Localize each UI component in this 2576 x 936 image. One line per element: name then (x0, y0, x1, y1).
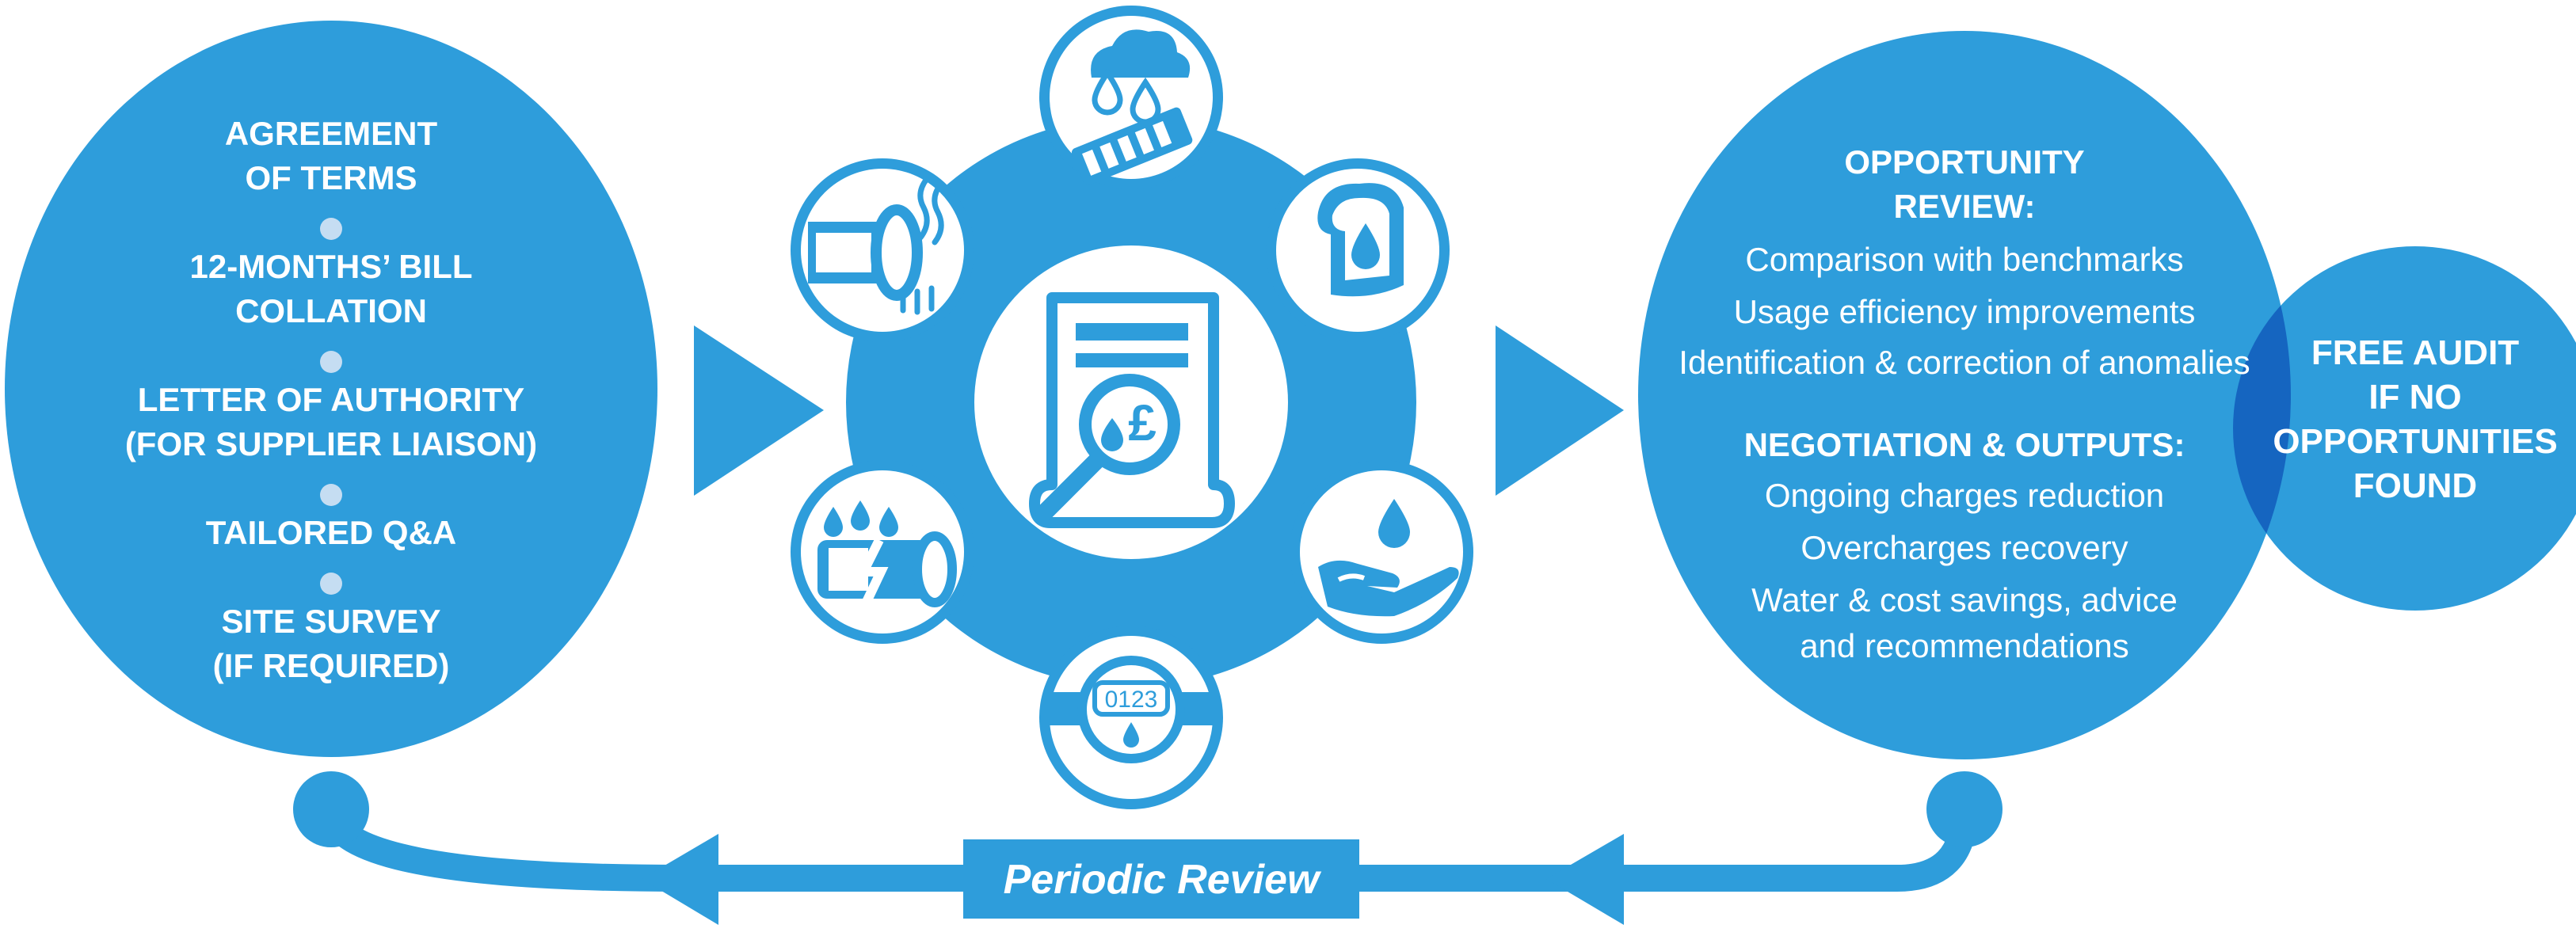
right-text: OPPORTUNITY REVIEW: Comparison with benchm… (1679, 143, 2250, 664)
leaking-pipe-icon (791, 460, 974, 644)
step-separator-dot (320, 351, 342, 373)
periodic-review-box (963, 839, 1359, 919)
feedback-start-node (293, 771, 369, 847)
periodic-review-label: Periodic Review (1004, 857, 1322, 903)
hand-water-drop-icon (1290, 460, 1473, 644)
step-1-line: OF TERMS (246, 159, 417, 196)
output-item: Water & cost savings, advice (1751, 581, 2178, 618)
left-steps: AGREEMENT OF TERMS 12-MONTHS’ BILL COLLATIO… (125, 115, 537, 684)
feedback-arrow-right (1546, 834, 1624, 925)
output-item: and recommendations (1800, 627, 2129, 664)
feedback-loop: Periodic Review (293, 771, 2002, 925)
right-circle-group: OPPORTUNITY REVIEW: Comparison with benchm… (1638, 31, 2576, 759)
document-magnifier-pound-icon: £ (1029, 292, 1235, 528)
opportunity-review-heading: OPPORTUNITY (1844, 143, 2084, 181)
step-2-line: 12-MONTHS’ BILL (189, 248, 472, 285)
output-item: Overcharges recovery (1801, 529, 2128, 566)
feedback-end-node (1926, 771, 2002, 847)
free-audit-line: FOUND (2353, 466, 2477, 505)
negotiation-outputs-heading: NEGOTIATION & OUTPUTS: (1744, 426, 2185, 463)
step-2-line: COLLATION (235, 292, 427, 329)
step-3-line: (FOR SUPPLIER LIAISON) (125, 425, 537, 462)
left-circle (5, 21, 657, 757)
steaming-pipe-icon (791, 158, 974, 342)
flow-arrow-left (694, 325, 824, 496)
step-separator-dot (320, 573, 342, 595)
left-circle-group: AGREEMENT OF TERMS 12-MONTHS’ BILL COLLATIO… (5, 21, 657, 757)
review-item: Identification & correction of anomalies (1679, 344, 2250, 381)
meter-reading: 0123 (1105, 687, 1158, 713)
free-audit-text: FREE AUDIT IF NO OPPORTUNITIES FOUND (2273, 333, 2557, 505)
free-audit-line: IF NO (2368, 378, 2461, 417)
output-item: Ongoing charges reduction (1765, 477, 2164, 514)
step-separator-dot (320, 484, 342, 506)
free-audit-line: FREE AUDIT (2311, 333, 2519, 372)
bread-water-drop-icon (1266, 158, 1450, 342)
step-1-line: AGREEMENT (225, 115, 438, 152)
water-meter-icon: 0123 (1039, 626, 1223, 809)
service-hub: £ (791, 6, 1473, 809)
step-3-line: LETTER OF AUTHORITY (138, 381, 524, 418)
rain-cloud-drain-icon (1039, 6, 1223, 189)
flow-arrow-right (1496, 325, 1624, 496)
right-circle (1638, 31, 2291, 759)
step-5-line: (IF REQUIRED) (213, 647, 450, 684)
review-item: Comparison with benchmarks (1745, 241, 2183, 278)
opportunity-review-heading: REVIEW: (1894, 188, 2036, 225)
step-separator-dot (320, 218, 342, 240)
step-5-line: SITE SURVEY (222, 603, 441, 640)
free-audit-circle (2233, 246, 2576, 611)
feedback-arrow-left (642, 834, 718, 925)
review-item: Usage efficiency improvements (1734, 293, 2196, 330)
step-4-line: TAILORED Q&A (206, 514, 457, 551)
free-audit-line: OPPORTUNITIES (2273, 422, 2557, 461)
pound-symbol: £ (1128, 394, 1157, 451)
